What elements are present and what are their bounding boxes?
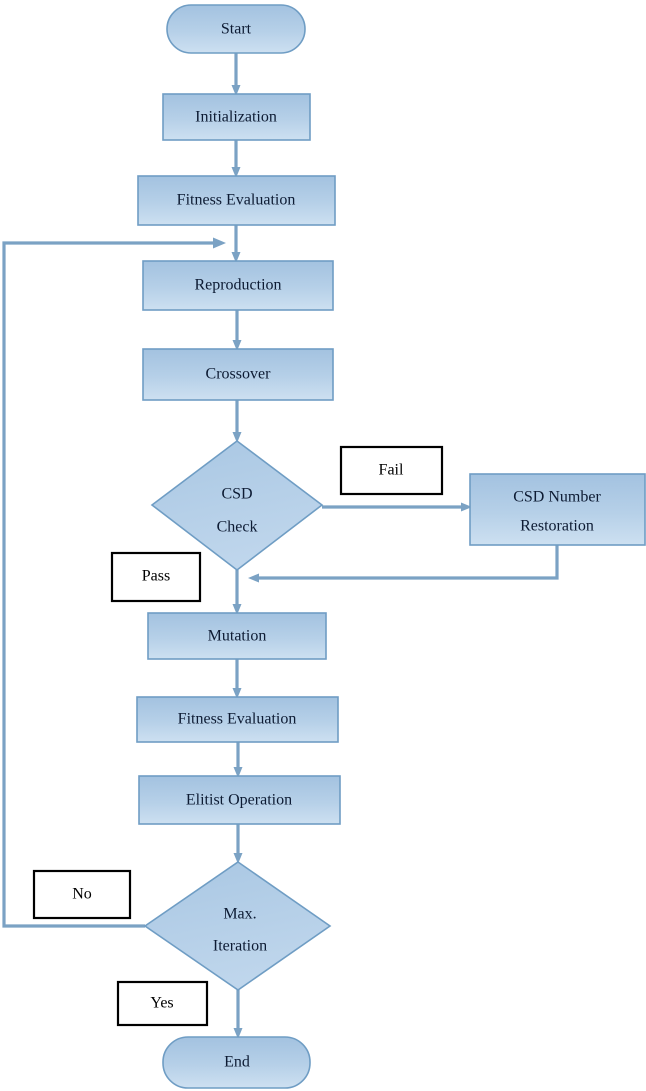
node-csd-check-label-line2: Check [217, 519, 258, 536]
node-fitness-evaluation-1-label: Fitness Evaluation [177, 192, 296, 209]
edge-label-yes: Yes [116, 980, 209, 1027]
node-fitness-evaluation-1[interactable]: Fitness Evaluation [137, 175, 336, 226]
node-csd-check[interactable]: CSD Check [150, 439, 324, 572]
node-csd-number-restoration-label-line2: Restoration [520, 518, 594, 535]
node-reproduction-label: Reproduction [194, 277, 281, 294]
edge-label-no-box [32, 869, 132, 920]
node-reproduction-shape [142, 260, 334, 311]
node-start[interactable]: Start [166, 4, 306, 54]
node-end-shape [162, 1036, 311, 1089]
node-initialization[interactable]: Initialization [162, 93, 311, 141]
edge-label-no-text: No [72, 886, 92, 903]
node-end[interactable]: End [162, 1036, 311, 1089]
node-mutation-shape [147, 612, 327, 660]
node-elitist-operation-label: Elitist Operation [186, 792, 292, 809]
node-max-iteration[interactable]: Max. Iteration [143, 861, 332, 991]
edge-no-loop-arrowhead [213, 237, 226, 249]
node-csd-check-label-line1: CSD [221, 486, 252, 503]
node-csd-number-restoration[interactable]: CSD Number Restoration [469, 473, 646, 546]
edge-label-yes-text: Yes [150, 995, 173, 1012]
edge-label-yes-box [116, 980, 209, 1027]
node-reproduction[interactable]: Reproduction [142, 260, 334, 311]
connector-group [2, 53, 559, 1039]
node-fitness-evaluation-2[interactable]: Fitness Evaluation [136, 696, 339, 743]
edge-label-fail-box [339, 445, 444, 496]
node-elitist-operation[interactable]: Elitist Operation [138, 775, 341, 825]
node-end-label: End [224, 1054, 250, 1071]
node-crossover-shape [142, 348, 334, 401]
node-mutation-label: Mutation [208, 628, 267, 645]
edge-label-pass-box [110, 551, 202, 603]
edge-csdrestore-return-arrowhead [248, 573, 259, 583]
edge-maxiter-to-reproduction-no [2, 241, 215, 928]
node-max-iteration-shape [143, 861, 332, 991]
node-csd-number-restoration-label-line1: CSD Number [513, 489, 601, 506]
edge-label-pass: Pass [110, 551, 202, 603]
node-initialization-shape [162, 93, 311, 141]
edge-label-fail: Fail [339, 445, 444, 496]
node-mutation[interactable]: Mutation [147, 612, 327, 660]
edge-label-no: No [32, 869, 132, 920]
node-crossover-label: Crossover [206, 366, 272, 383]
node-start-shape [166, 4, 306, 54]
edge-label-fail-text: Fail [379, 462, 404, 479]
node-elitist-operation-shape [138, 775, 341, 825]
node-max-iteration-label-line2: Iteration [213, 938, 267, 955]
edge-csdrestore-return [256, 545, 559, 580]
edge-label-pass-text: Pass [142, 568, 170, 585]
node-initialization-label: Initialization [195, 109, 277, 126]
node-fitness-evaluation-2-label: Fitness Evaluation [178, 711, 297, 728]
node-csd-number-restoration-shape [469, 473, 646, 546]
node-fitness-evaluation-2-shape [136, 696, 339, 743]
node-crossover[interactable]: Crossover [142, 348, 334, 401]
node-fitness-evaluation-1-shape [137, 175, 336, 226]
node-csd-check-shape [150, 439, 324, 572]
node-start-label: Start [221, 21, 252, 38]
node-max-iteration-label-line1: Max. [223, 906, 256, 923]
